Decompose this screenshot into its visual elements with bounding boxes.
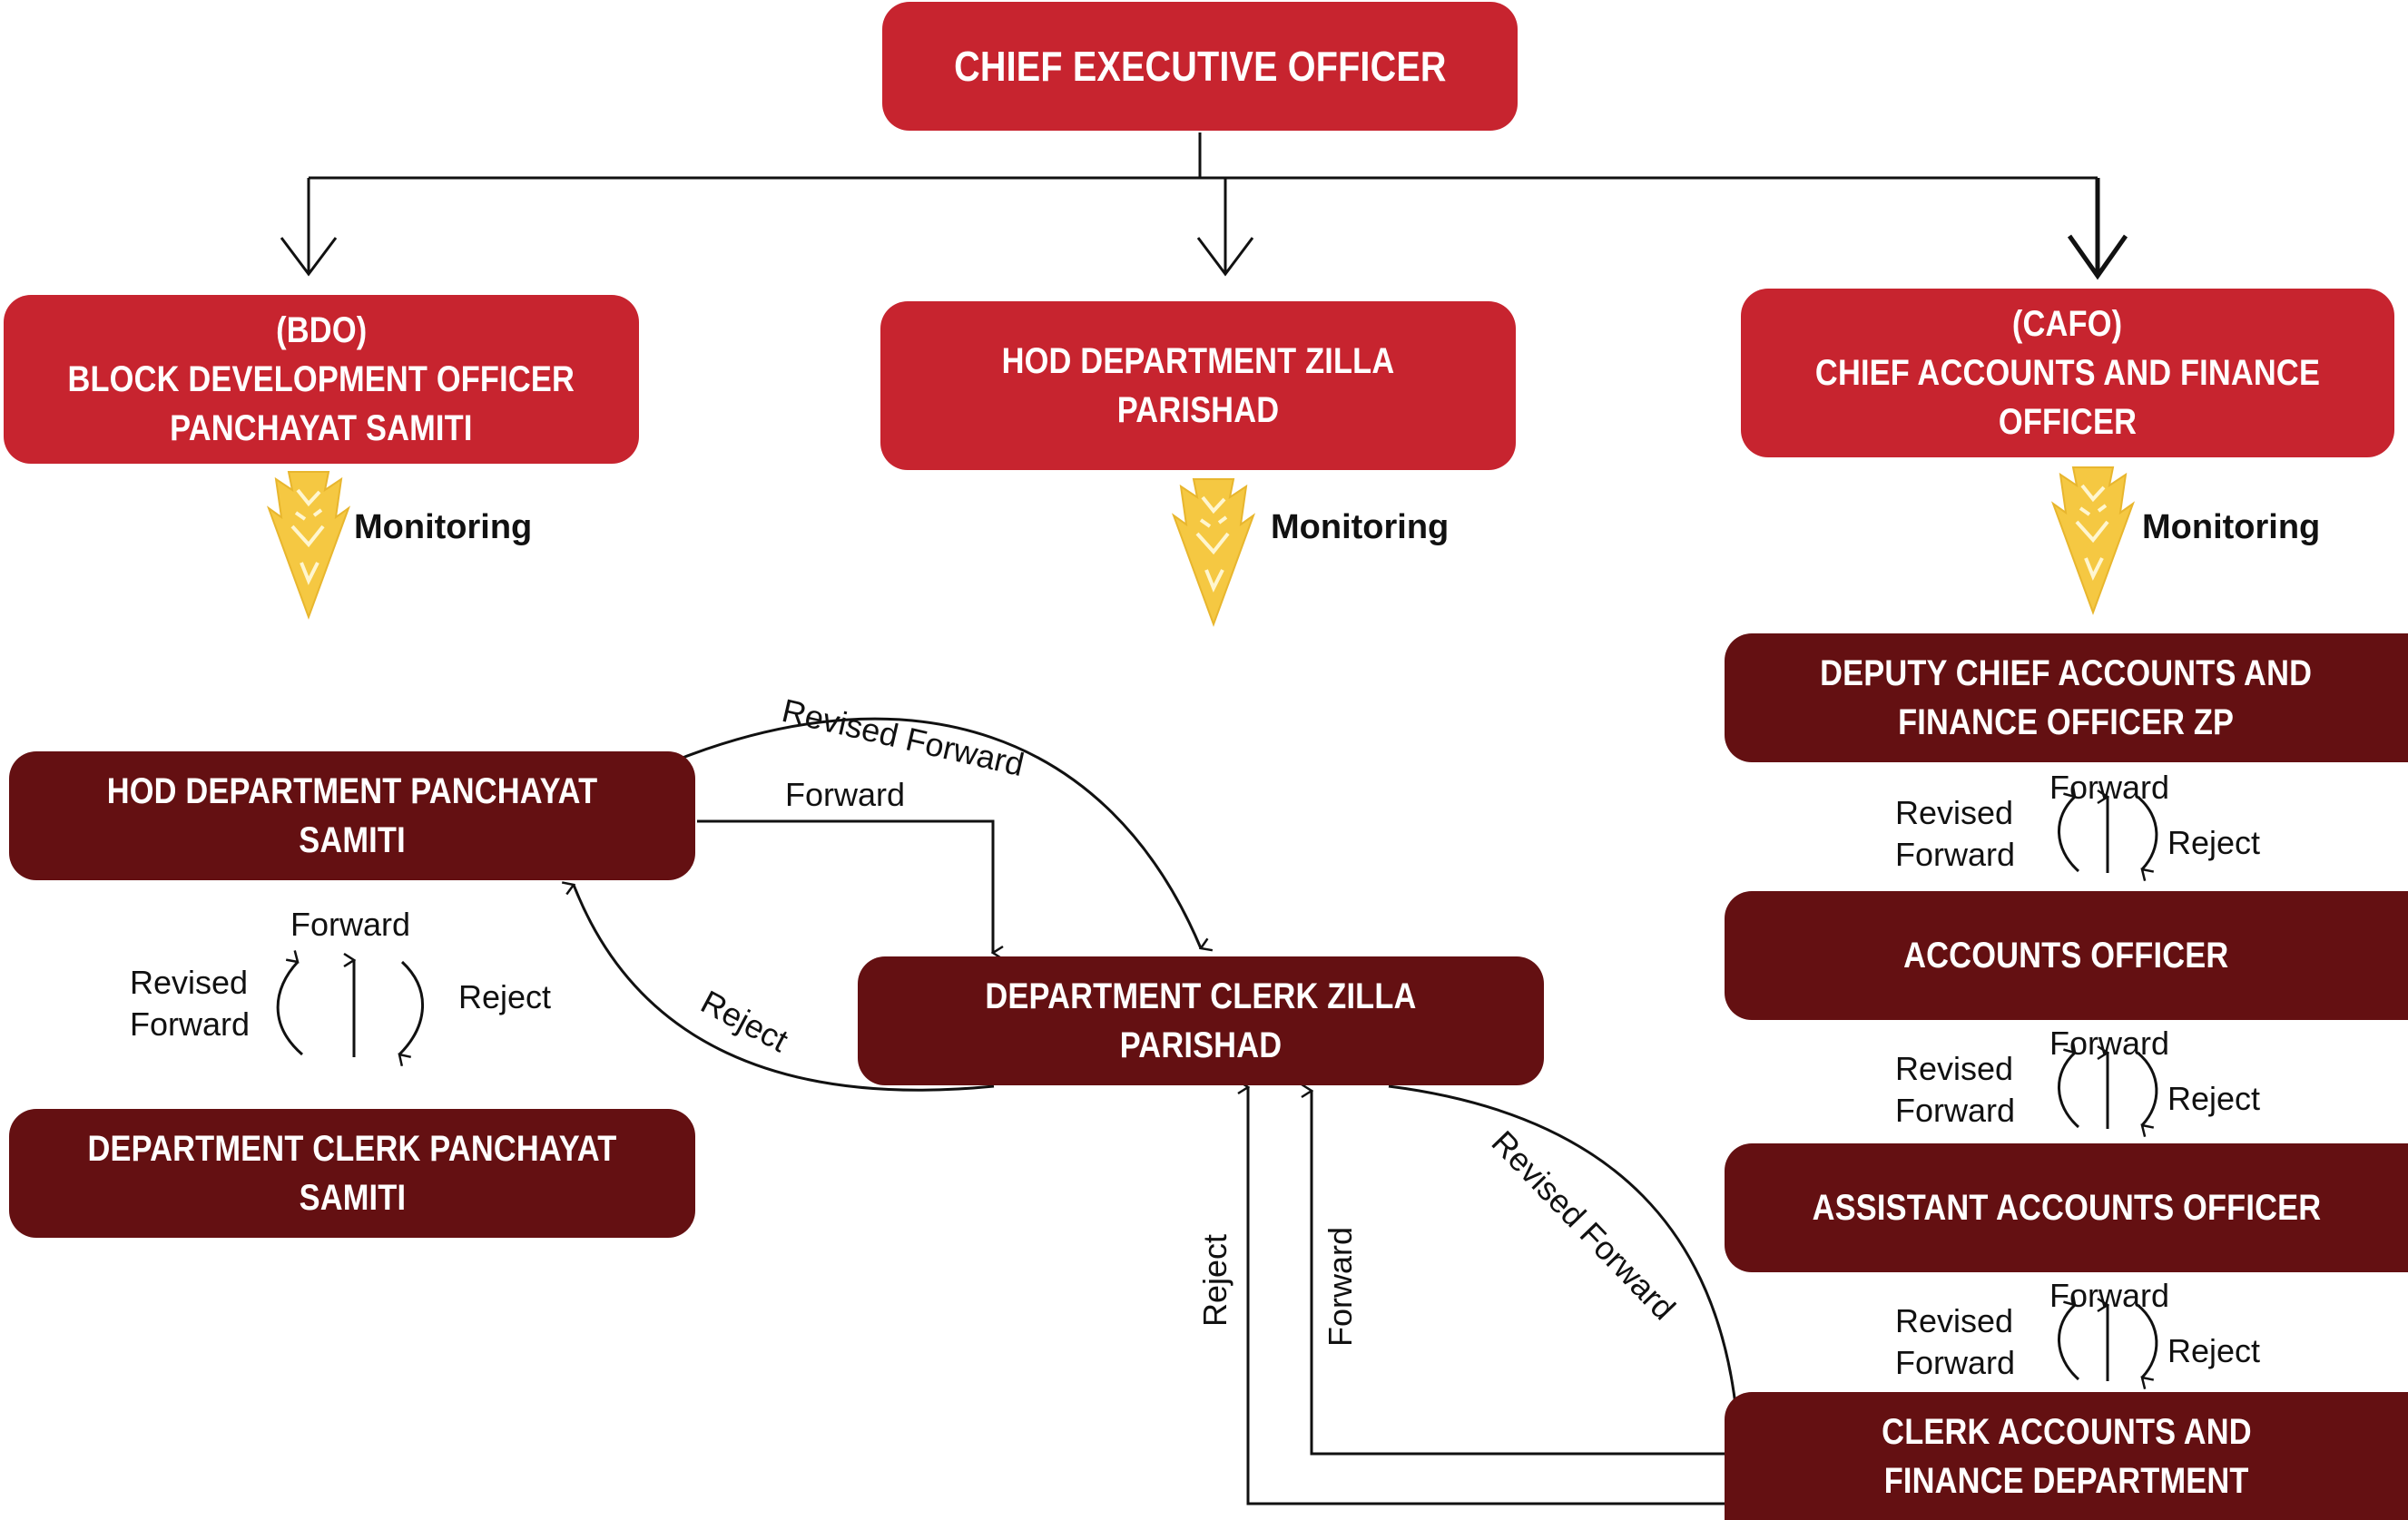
forward-word-label: Forward (130, 1005, 251, 1043)
revised-label: Revised (1895, 1302, 2014, 1339)
monitoring-label: Monitoring (1271, 508, 1450, 546)
clerk-accounts-box-line: FINANCE DEPARTMENT (1883, 1460, 2249, 1501)
clerk-accounts-box-line: CLERK ACCOUNTS AND (1881, 1411, 2252, 1452)
reject-label: Reject (2167, 824, 2261, 861)
hod-ps-box: HOD DEPARTMENT PANCHAYAT SAMITI (9, 751, 695, 880)
forward-label: Forward (785, 776, 906, 813)
deputy-cafo-box-line: FINANCE OFFICER ZP (1898, 702, 2235, 742)
reject-label: Reject (2167, 1332, 2261, 1369)
revised-label: Revised (1895, 1050, 2014, 1087)
hod-zp-box: HOD DEPARTMENT ZILLA PARISHAD (880, 301, 1516, 470)
revised-forward-connector (682, 717, 1201, 948)
reject-label: Reject (1196, 1233, 1233, 1327)
revised-label: Revised (130, 964, 249, 1001)
monitoring-arrow-icon (2051, 466, 2135, 614)
forward-label: Forward (290, 906, 411, 943)
bdo-box-line: (BDO) (275, 310, 368, 350)
hod-ps-box-label: HOD DEPARTMENT PANCHAYAT SAMITI (106, 771, 598, 860)
reject-connector (574, 885, 995, 1092)
forward-label: Forward (1322, 1226, 1359, 1347)
deputy-cafo-box-line: DEPUTY CHIEF ACCOUNTS AND (1820, 653, 2313, 693)
right-column-arrows (2058, 797, 2158, 1381)
monitoring-label: Monitoring (2142, 508, 2321, 546)
forward-label: Forward (2049, 769, 2170, 806)
clerk-ps-box-line: DEPARTMENT CLERK PANCHAYAT (87, 1129, 617, 1169)
reject-label: Reject (2167, 1080, 2261, 1117)
clerk-zp-box-label: DEPARTMENT CLERK ZILLA PARISHAD (985, 976, 1417, 1065)
ceo-box: CHIEF EXECUTIVE OFFICER (882, 2, 1518, 131)
clerk-ps-box: DEPARTMENT CLERK PANCHAYAT SAMITI (9, 1109, 695, 1238)
cafo-box-line: CHIEF ACCOUNTS AND FINANCE OFFICER (1814, 353, 2321, 442)
forward-word-label: Forward (1895, 1092, 2016, 1129)
monitoring-arrow-icon (1172, 477, 1255, 626)
forward-label: Forward (2049, 1277, 2170, 1314)
monitoring-arrow-icon (267, 470, 350, 619)
revised-label: Revised (1895, 794, 2014, 831)
forward-word-label: Forward (1895, 1344, 2016, 1381)
forward-label: Forward (2049, 1025, 2170, 1062)
clerk-ps-box-line: SAMITI (299, 1178, 406, 1218)
asst-accounts-officer-box: ASSISTANT ACCOUNTS OFFICER (1725, 1143, 2408, 1272)
bdo-box-line: PANCHAYAT SAMITI (170, 408, 473, 448)
ceo-distribution-connector (280, 132, 2128, 280)
deputy-cafo-box: DEPUTY CHIEF ACCOUNTS AND FINANCE OFFICE… (1725, 633, 2408, 762)
clerk-accounts-box: CLERK ACCOUNTS AND FINANCE DEPARTMENT (1725, 1392, 2408, 1520)
hod-zp-box-label: HOD DEPARTMENT ZILLA PARISHAD (1001, 341, 1395, 430)
cafo-box: (CAFO) CHIEF ACCOUNTS AND FINANCE OFFICE… (1741, 289, 2394, 457)
accounts-officer-box-label: ACCOUNTS OFFICER (1903, 936, 2229, 976)
accounts-officer-box: ACCOUNTS OFFICER (1725, 891, 2408, 1020)
bdo-box-line: BLOCK DEVELOPMENT OFFICER (67, 359, 575, 399)
reject-label: Reject (458, 978, 552, 1015)
bdo-box: (BDO) BLOCK DEVELOPMENT OFFICER PANCHAYA… (4, 295, 639, 464)
cafo-box-line: (CAFO) (2012, 304, 2123, 344)
accounts-to-clerk-zp-connectors (1248, 1086, 1735, 1505)
clerk-zp-box: DEPARTMENT CLERK ZILLA PARISHAD (858, 956, 1544, 1085)
forward-connector (697, 819, 993, 953)
asst-accounts-officer-box-label: ASSISTANT ACCOUNTS OFFICER (1812, 1188, 2321, 1228)
hod-ps-clerk-ps-arrows (276, 960, 424, 1057)
forward-word-label: Forward (1895, 836, 2016, 873)
ceo-box-label: CHIEF EXECUTIVE OFFICER (953, 43, 1447, 90)
monitoring-label: Monitoring (354, 508, 533, 546)
